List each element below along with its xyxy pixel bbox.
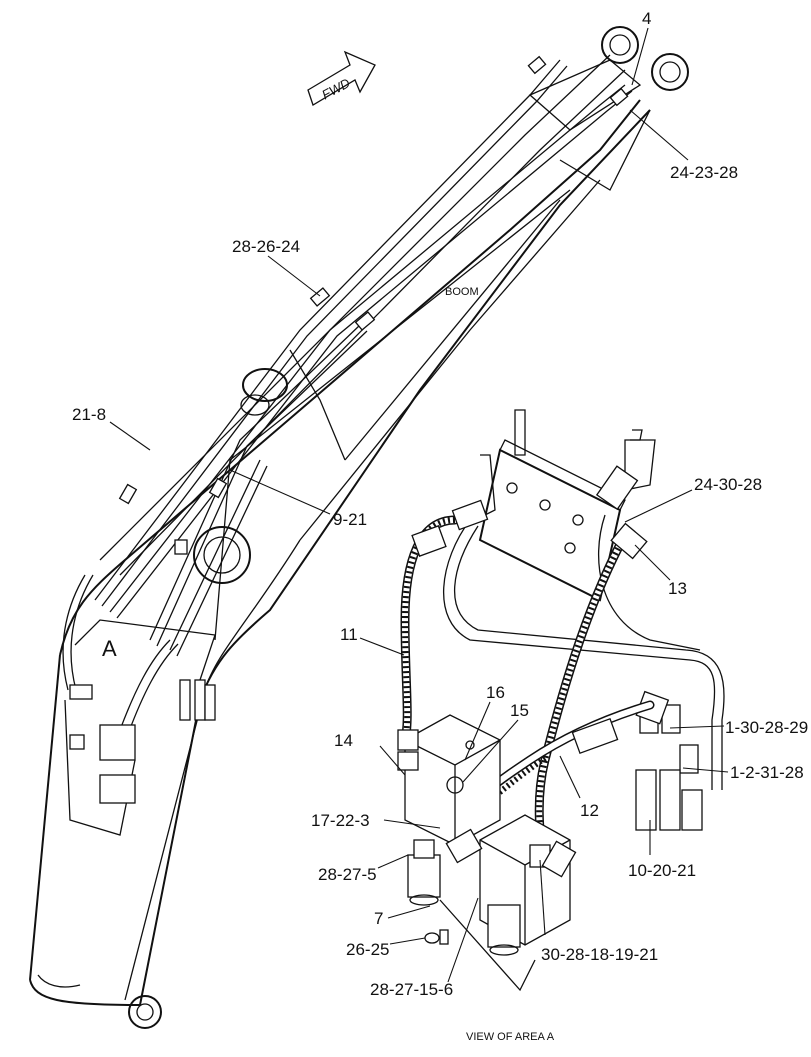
leader-lines <box>109 27 729 983</box>
callout-7: 7 <box>374 909 383 928</box>
fwd-arrow: FWD <box>307 50 376 106</box>
callout-28-27-5: 28-27-5 <box>318 865 377 884</box>
fwd-label: FWD <box>319 75 352 102</box>
callout-24-23-28: 24-23-28 <box>670 163 738 182</box>
view-caption: VIEW OF AREA A <box>466 1031 555 1043</box>
callout-labels: 4 24-23-28 28-26-24 21-8 9-21 24-30-28 1… <box>72 9 808 999</box>
callout-15: 15 <box>510 701 529 720</box>
callout-4: 4 <box>642 9 651 28</box>
callout-9-21: 9-21 <box>333 510 367 529</box>
callout-14: 14 <box>334 731 353 750</box>
callout-13: 13 <box>668 579 687 598</box>
detail-view-area-a <box>397 409 725 992</box>
callout-26-25: 26-25 <box>346 940 389 959</box>
callout-17-22-3: 17-22-3 <box>311 811 370 830</box>
callout-1-30-28-29: 1-30-28-29 <box>725 718 808 737</box>
callout-10-20-21: 10-20-21 <box>628 861 696 880</box>
callout-12: 12 <box>580 801 599 820</box>
boom-hydraulic-lines <box>62 55 633 804</box>
area-a-marker: A <box>102 636 117 661</box>
callout-28-27-15-6: 28-27-15-6 <box>370 980 453 999</box>
callout-11: 11 <box>340 625 358 644</box>
boom-label: BOOM <box>445 286 479 298</box>
callout-16: 16 <box>486 683 505 702</box>
callout-21-8: 21-8 <box>72 405 106 424</box>
callout-30-28-18-19-21: 30-28-18-19-21 <box>541 945 658 964</box>
callout-24-30-28: 24-30-28 <box>694 475 762 494</box>
callout-28-26-24: 28-26-24 <box>232 237 300 256</box>
callout-1-2-31-28: 1-2-31-28 <box>730 763 804 782</box>
